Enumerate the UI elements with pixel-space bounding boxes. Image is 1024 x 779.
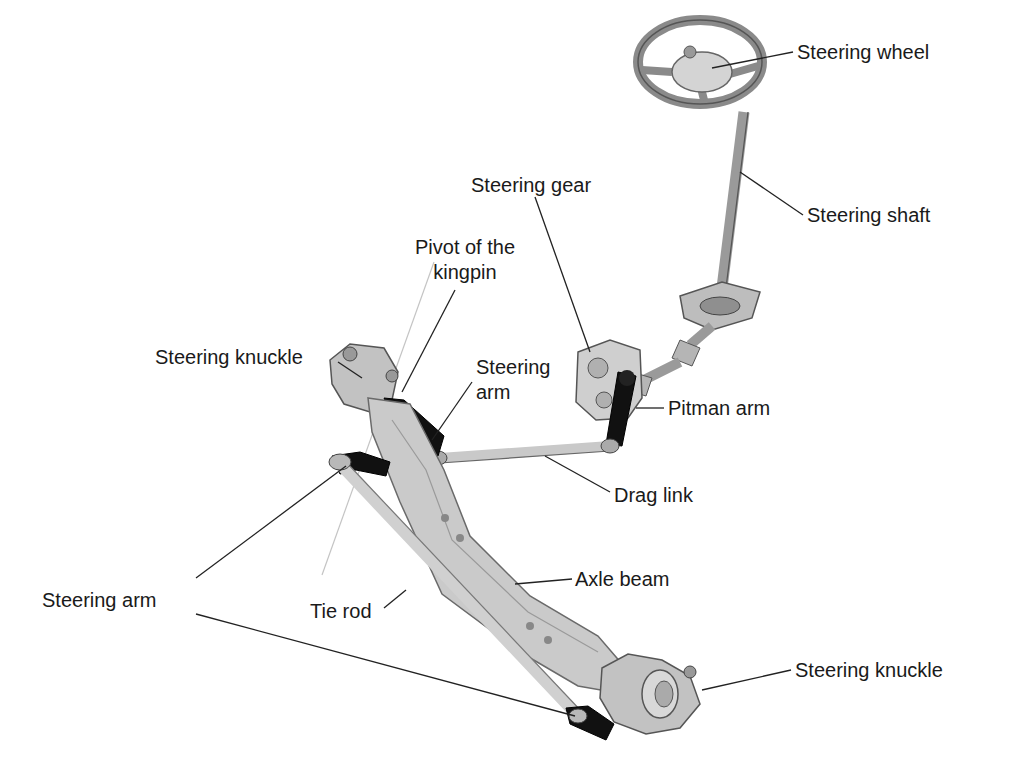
- part-label: Pitman arm: [668, 396, 770, 421]
- axle-bolt: [456, 534, 464, 542]
- leader-line: [636, 407, 664, 408]
- leader-line: [535, 197, 590, 352]
- leader-line: [712, 52, 793, 68]
- drag-link: [440, 446, 610, 458]
- axle-bolt: [544, 636, 552, 644]
- steering-shaft: [722, 112, 744, 288]
- axle-bolt: [526, 622, 534, 630]
- drag-link-edge: [440, 451, 610, 463]
- leader-line: [402, 290, 455, 392]
- column-bracket: [680, 282, 760, 330]
- tie-rod: [342, 466, 578, 716]
- axle-beam: [368, 398, 622, 692]
- part-label: Axle beam: [575, 567, 670, 592]
- intermediate-shaft: [690, 326, 712, 345]
- leader-line: [702, 670, 791, 690]
- leader-line: [196, 466, 346, 578]
- wheel-spindle: [655, 681, 673, 707]
- steering-wheel-hub: [672, 52, 732, 92]
- part-label: Tie rod: [310, 599, 372, 624]
- part-label: Steering knuckle: [795, 658, 943, 683]
- part-label: Steering arm: [42, 588, 157, 613]
- leader-line: [432, 382, 472, 440]
- steering-gear-box: [576, 340, 642, 420]
- gear-cover: [596, 392, 612, 408]
- part-label: Steering wheel: [797, 40, 929, 65]
- leader-lines: [196, 52, 803, 716]
- gear-cover: [588, 358, 608, 378]
- steering-shaft-edge: [726, 112, 748, 288]
- leader-line: [740, 172, 803, 215]
- wheel-hub: [642, 670, 678, 718]
- leader-line: [196, 614, 575, 716]
- ball-joint: [329, 454, 351, 470]
- part-label: Steering knuckle: [155, 345, 303, 370]
- ball-joint: [601, 439, 619, 453]
- axle-beam-flange: [392, 420, 598, 652]
- leader-line: [384, 590, 406, 608]
- knuckle-boss: [386, 370, 398, 382]
- pitman-pivot: [619, 370, 635, 386]
- part-label: Steering arm: [476, 355, 571, 405]
- knuckle-boss: [343, 347, 357, 361]
- column-bearing: [700, 297, 740, 315]
- wheel-button: [684, 46, 696, 58]
- part-label: Drag link: [614, 483, 693, 508]
- steering-arm: [566, 706, 614, 740]
- leader-line: [545, 456, 610, 492]
- steering-knuckle: [600, 654, 700, 734]
- knuckle-boss: [684, 666, 696, 678]
- part-label: Steering gear: [471, 173, 591, 198]
- part-label: Steering shaft: [807, 203, 930, 228]
- tie-rod-edge: [347, 463, 583, 713]
- part-label: Pivot of the kingpin: [400, 235, 530, 285]
- axle-bolt: [441, 514, 449, 522]
- leader-line: [515, 579, 572, 584]
- ball-joint: [569, 709, 587, 723]
- leader-line: [338, 362, 362, 378]
